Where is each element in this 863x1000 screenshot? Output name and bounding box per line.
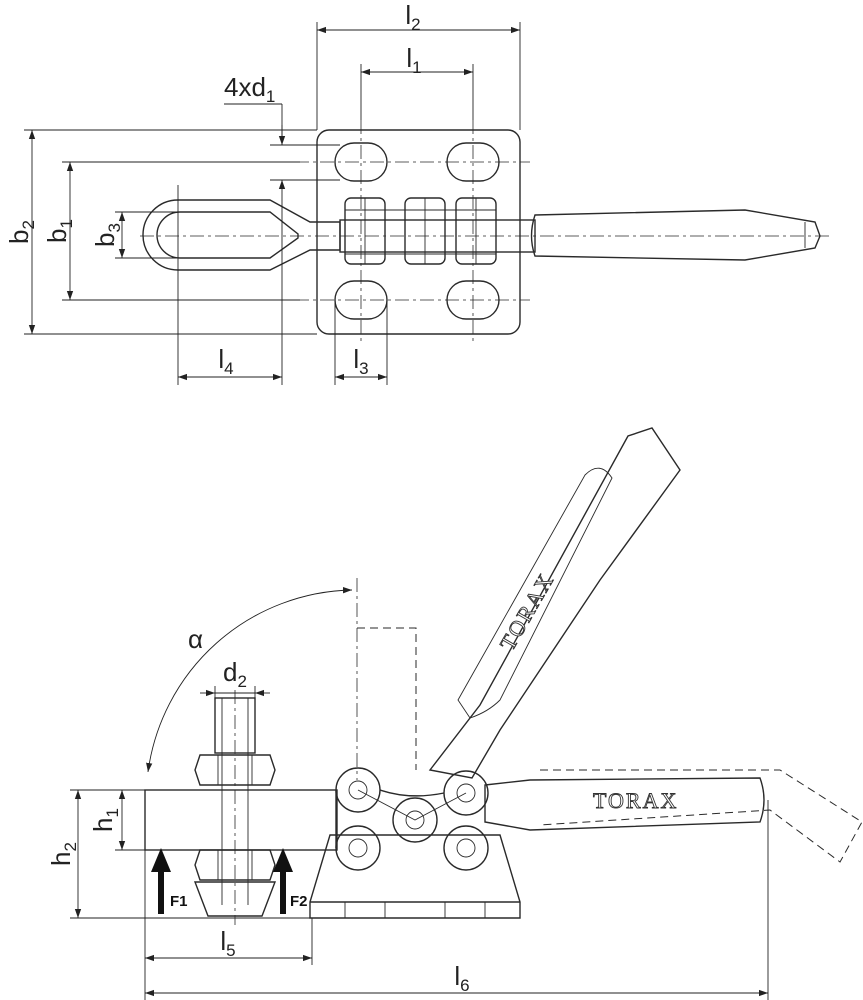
label-l4: l4 <box>218 344 233 378</box>
dimension-d1: 4xd1 <box>224 72 340 200</box>
handle <box>530 209 821 261</box>
dimension-l2: l2 <box>316 0 521 130</box>
clamping-arm <box>142 199 341 271</box>
label-l6: l6 <box>454 961 469 995</box>
dimension-l1: l1 <box>360 43 474 120</box>
label-4xd1: 4xd1 <box>224 72 275 106</box>
dimension-b1: b1 <box>42 161 300 301</box>
pivot-pin <box>392 797 438 843</box>
label-alpha: α <box>188 624 203 654</box>
dimension-l3: l3 <box>334 300 388 385</box>
top-view: l2 l1 4xd1 b2 <box>4 0 830 385</box>
force-arrow-f1: F1 <box>151 848 188 914</box>
handle-closed-position: TORAX <box>484 769 863 863</box>
dimension-alpha: α <box>146 587 353 773</box>
dimension-d2: d2 <box>200 657 270 700</box>
dimension-l4: l4 <box>177 185 283 385</box>
handle-open-position: TORAX <box>428 427 681 779</box>
dimension-b3: b3 <box>90 211 178 259</box>
hex-nut <box>194 849 276 881</box>
label-l1: l1 <box>406 43 421 77</box>
force-arrow-f2: F2 <box>273 848 308 914</box>
spindle-pad <box>193 881 277 917</box>
spindle <box>193 690 277 925</box>
label-h2: h2 <box>46 842 80 866</box>
dimension-h1: h1 <box>88 789 145 851</box>
label-b3: b3 <box>90 223 124 247</box>
label-l2: l2 <box>405 0 420 34</box>
clamping-bar <box>144 789 338 851</box>
pivot-pin <box>335 825 381 871</box>
dimension-l5: l5 <box>144 850 313 1000</box>
label-b1: b1 <box>42 219 76 243</box>
label-f1: F1 <box>170 893 188 910</box>
dimension-b2: b2 <box>4 129 317 335</box>
label-f2: F2 <box>290 893 308 910</box>
brand-logo-closed: TORAX <box>593 788 678 813</box>
dimension-l6: l6 <box>145 800 769 1000</box>
pivot-pin <box>443 825 489 871</box>
base-plate <box>316 129 521 335</box>
dimension-h2: h2 <box>46 789 310 919</box>
arm-vertical-hidden <box>357 627 417 770</box>
brand-logo-open: TORAX <box>495 568 559 654</box>
label-b2: b2 <box>4 220 38 244</box>
label-l3: l3 <box>353 344 368 378</box>
side-view: TORAX TORAX <box>46 427 863 1000</box>
label-d2: d2 <box>223 657 247 691</box>
label-l5: l5 <box>220 926 235 960</box>
label-h1: h1 <box>88 808 122 832</box>
clamping-arm-slot <box>156 211 299 259</box>
